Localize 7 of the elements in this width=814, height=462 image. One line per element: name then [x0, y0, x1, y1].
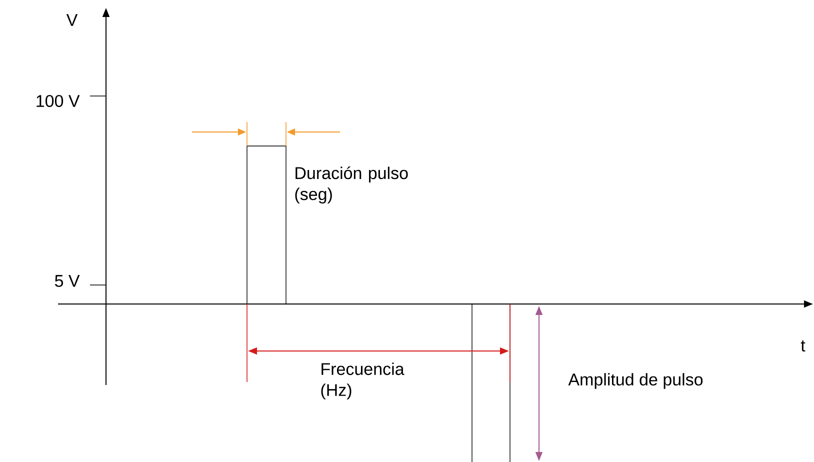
axis-label: V	[66, 14, 78, 26]
dimension-label: Frecuencia (Hz)	[321, 362, 404, 400]
tick-label: 100 V	[36, 94, 80, 108]
axis-label: t	[800, 340, 806, 352]
dimension-label: Amplitud de pulso	[568, 373, 703, 389]
tick-label: 5 V	[54, 275, 80, 287]
dimension-label: Duración pulso (seg)	[295, 166, 408, 204]
